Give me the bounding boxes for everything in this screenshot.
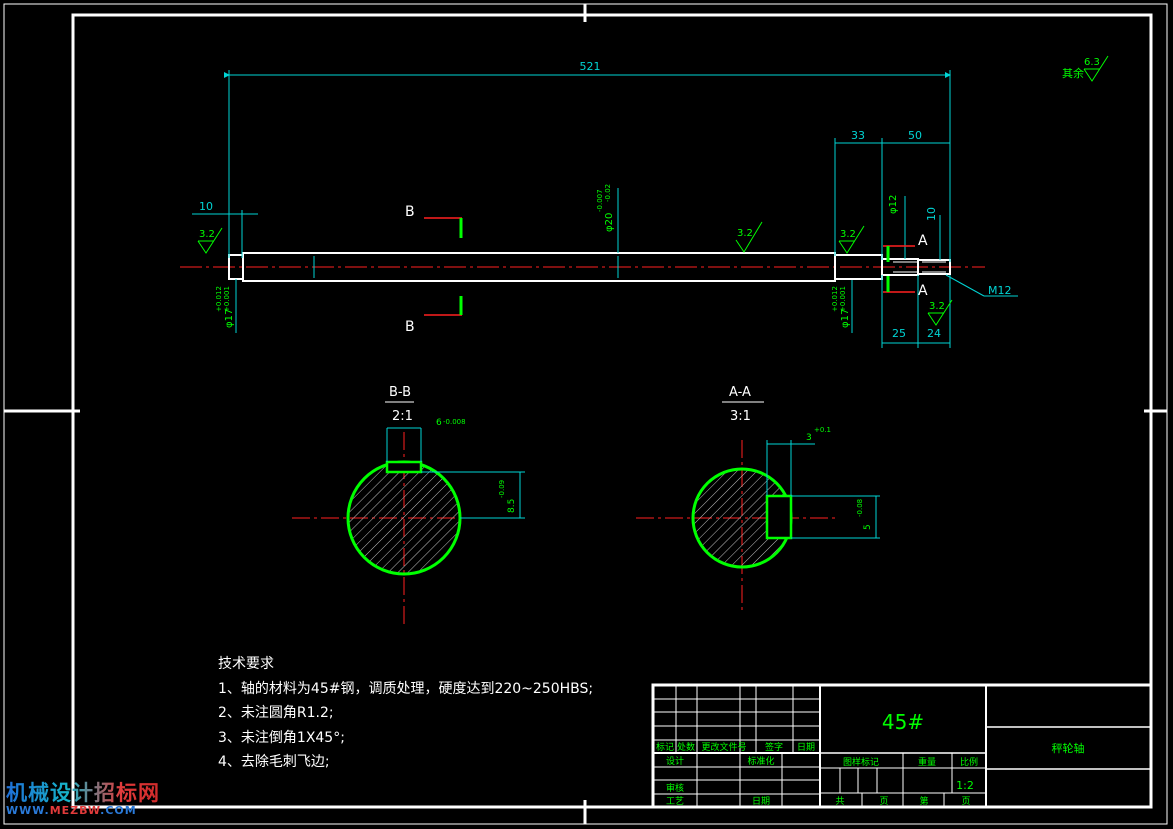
tb-material: 45# [882,710,924,734]
section-marker-a-bottom: A [918,283,928,299]
tb-design: 设计 [666,755,684,767]
aa-key-width: 3 [806,433,812,443]
dim-phi20: φ20 [604,213,615,232]
dim-phi17-right-upper: +0.012 [831,286,839,312]
dim-phi20-upper: -0.007 [596,189,604,212]
tb-weight: 重量 [918,756,936,768]
bb-key-width-tol: -0.008 [443,418,466,426]
tb-date: 日期 [752,796,770,807]
aa-key-width-tol: +0.1 [814,426,831,434]
dim-phi17-left-lower: +0.001 [223,286,231,312]
tb-process: 工艺 [666,796,684,807]
section-bb [292,401,525,628]
dim-overall-length: 521 [580,60,601,73]
finish-left: 3.2 [199,229,215,240]
bb-key-width: 6 [436,418,442,428]
watermark-url-prefix: WWW. [6,804,50,817]
section-aa [636,401,880,610]
dim-phi17-left: φ17 [224,309,235,328]
section-aa-scale: 3:1 [730,409,751,424]
tb-col-date: 日期 [797,742,815,753]
dim-phi20-lower: -0.02 [604,184,612,202]
tb-sheet: 页 [879,796,888,807]
finish-middle: 3.2 [737,228,753,239]
tech-item-4: 4、去除毛刺飞边; [218,754,330,770]
tb-col-mark: 标记 [656,741,674,753]
title-block [651,683,1153,809]
finish-end: 3.2 [929,301,945,312]
bb-depth-tol: -0.09 [498,480,506,498]
watermark-url: WWW.MEZBW.COM [6,804,160,817]
watermark: 机械设计招标网 WWW.MEZBW.COM [6,777,160,817]
section-aa-name: A-A [729,385,751,400]
section-marker-b-top: B [405,204,415,220]
dim-m12: M12 [988,284,1012,297]
section-marker-a-top: A [918,233,928,249]
aa-depth-tol: -0.08 [856,499,864,517]
finish-rest-label: 其余 [1062,66,1084,80]
tb-scale-value: 1:2 [956,779,974,792]
shaft-thread-end [917,259,951,275]
tb-standardize: 标准化 [747,755,774,767]
tb-col-count: 处数 [677,741,695,753]
finish-right: 3.2 [840,229,856,240]
dim-phi17-left-upper: +0.012 [215,286,223,312]
dim-phi17-right: φ17 [840,309,851,328]
tb-col-sign: 签字 [765,741,783,753]
dim-33: 33 [851,129,865,142]
drawing-frame [3,3,1168,825]
tb-review: 审核 [666,782,684,794]
technical-requirements: 技术要求 1、轴的材料为45#钢，调质处理，硬度达到220~250HBS; 2、… [218,652,593,775]
dim-24: 24 [927,327,941,340]
dim-10-right: 10 [925,207,938,221]
watermark-url-suffix: .COM [100,804,137,817]
section-bb-name: B-B [389,385,411,400]
dim-phi12: φ12 [888,195,899,214]
finish-rest-value: 6.3 [1084,57,1100,68]
tb-total: 共 [835,796,844,807]
dimension-lines [192,70,1018,348]
section-markers [424,217,915,316]
tb-scale: 比例 [960,756,978,768]
shaft-main-view [180,252,985,282]
tb-drawing-mark: 图样标记 [843,756,879,768]
tb-number: 第 [919,795,928,807]
surface-finish-symbols [197,55,1109,326]
dim-50: 50 [908,129,922,142]
watermark-text: 机械设计招标网 [6,777,160,807]
dim-25: 25 [892,327,906,340]
dim-10-left: 10 [199,200,213,213]
tb-part-name: 秤轮轴 [1052,741,1085,755]
tech-item-1: 1、轴的材料为45#钢，调质处理，硬度达到220~250HBS; [218,680,594,697]
tech-title: 技术要求 [218,656,274,672]
watermark-url-mid: MEZBW [49,804,101,817]
section-marker-b-bottom: B [405,319,415,335]
tb-col-change: 更改文件号 [701,741,746,753]
tech-item-2: 2、未注圆角R1.2; [218,705,334,721]
dim-phi17-right-lower: +0.001 [839,286,847,312]
tech-item-3: 3、未注倒角1X45°; [218,729,345,746]
section-bb-scale: 2:1 [392,409,413,424]
aa-depth: 5 [863,524,873,530]
bb-depth: 8.5 [507,499,517,513]
tb-page: 页 [961,796,970,807]
